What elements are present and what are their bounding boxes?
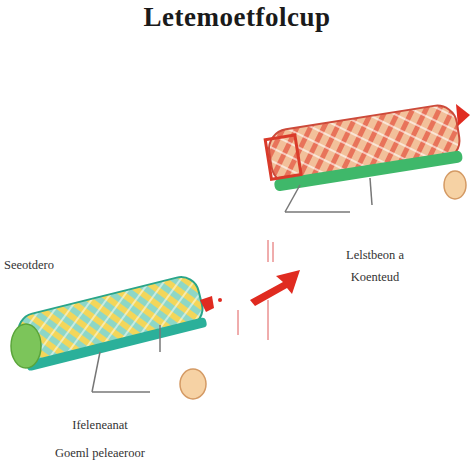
part-label: Ifeleneanat [72,418,128,433]
upper-cylinder [264,103,463,192]
part-label: Seeotdero [4,258,54,273]
lower-cylinder [15,273,208,371]
part-label: Koenteud [351,270,400,285]
part-label: Lelstbeon a [346,248,404,263]
flow-arrow [250,270,300,306]
diagram-title: Letemoetfolcup [144,2,331,33]
part-label: Goeml peleaeroor [55,446,145,461]
